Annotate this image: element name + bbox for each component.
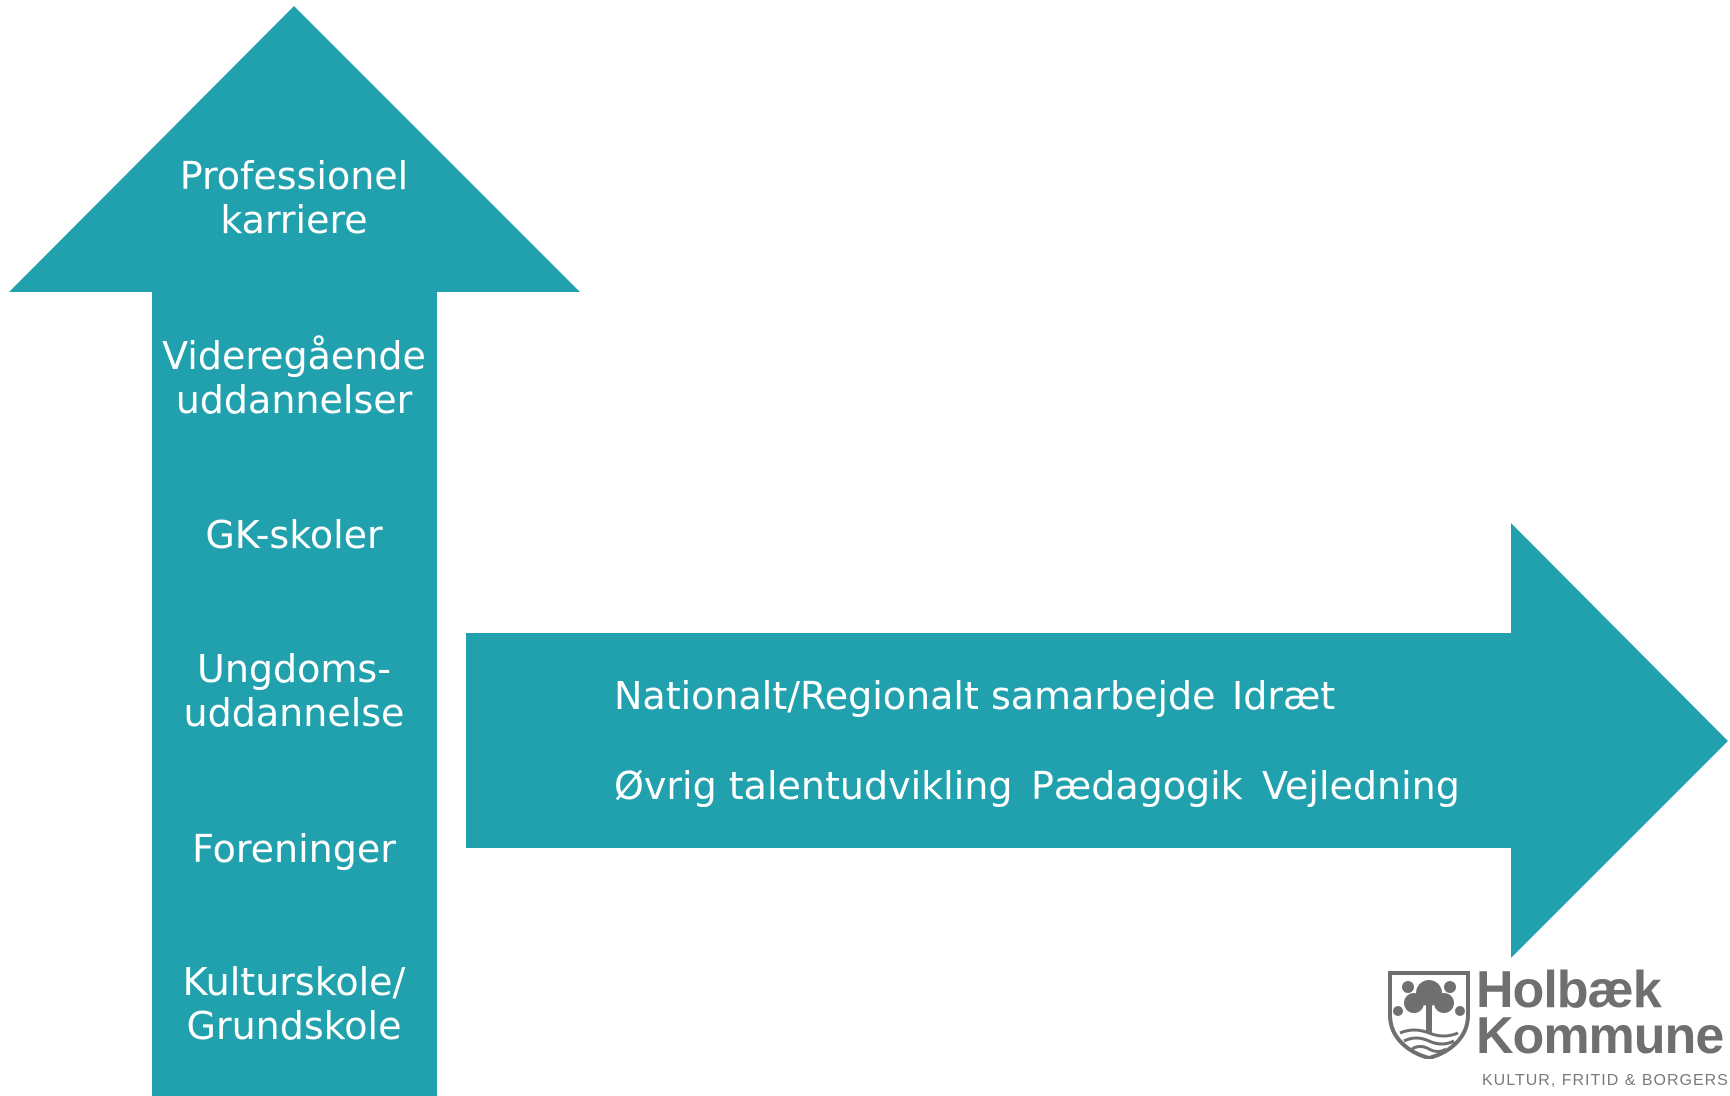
coat-of-arms-icon: [1388, 971, 1470, 1059]
label-oevrig-talentudvikling: Øvrig talentudvikling: [614, 764, 1013, 808]
label-foreninger: Foreninger: [192, 827, 396, 871]
holbaek-kommune-logo: Holbæk Kommune KULTUR, FRITID & BORGERSE…: [1380, 965, 1730, 1096]
logo-name-line2: Kommune: [1476, 1007, 1724, 1065]
label-nationalt-regionalt-samarbejde: Nationalt/Regionalt samarbejde: [614, 674, 1216, 718]
label-line: karriere: [220, 198, 368, 242]
label-line: GK-skoler: [205, 513, 383, 557]
logo-name: Holbæk Kommune: [1476, 965, 1724, 1065]
label-ungdomsuddannelse: Ungdoms- uddannelse: [184, 647, 405, 735]
label-gk-skoler: GK-skoler: [205, 513, 382, 557]
label-line: Grundskole: [186, 1004, 402, 1048]
horizontal-arrow: [466, 523, 1728, 958]
logo-name-line1: Holbæk: [1476, 965, 1662, 1019]
label-vejledning: Vejledning: [1262, 764, 1460, 808]
logo-subtitle: KULTUR, FRITID & BORGERSER: [1482, 1072, 1730, 1089]
label-line: uddannelse: [183, 691, 405, 735]
label-idraet: Idræt: [1232, 674, 1336, 718]
label-line: Professionel: [179, 154, 409, 198]
label-line: Kulturskole/: [182, 960, 406, 1004]
label-line: uddannelser: [175, 378, 413, 422]
vertical-arrow: [9, 6, 580, 1096]
label-line: Foreninger: [192, 827, 396, 871]
label-videregaaende-uddannelser: Videregående uddannelser: [162, 334, 426, 422]
label-line: Ungdoms-: [197, 647, 391, 691]
label-professionel-karriere: Professionel karriere: [180, 154, 408, 242]
label-paedagogik: Pædagogik: [1031, 764, 1243, 808]
label-line: Videregående: [162, 334, 426, 378]
label-kulturskole-grundskole: Kulturskole/ Grundskole: [183, 960, 406, 1048]
